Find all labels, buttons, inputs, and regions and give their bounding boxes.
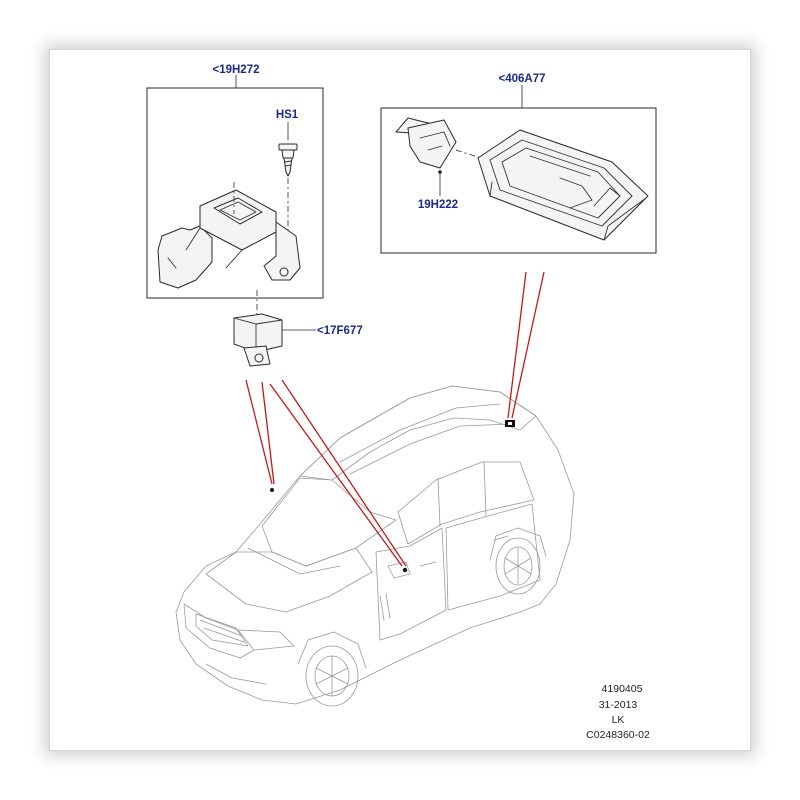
camera-body bbox=[233, 313, 283, 353]
mirror-camera-location bbox=[402, 567, 408, 573]
camera-to-mirror-line-b bbox=[281, 379, 407, 567]
location-lines bbox=[245, 271, 545, 567]
side-vent-1 bbox=[379, 595, 385, 621]
sensor-bracket-part bbox=[157, 189, 301, 289]
b-pillar bbox=[437, 477, 441, 527]
drawing-code: LK bbox=[612, 714, 625, 726]
illustration-id: C0248360-02 bbox=[586, 729, 650, 741]
rear-door bbox=[445, 503, 541, 611]
callout-camera[interactable]: <17F677 bbox=[317, 325, 363, 337]
roof-console-detail-panel: <406A77 19H222 bbox=[380, 73, 657, 254]
camera-part: <17F677 bbox=[233, 313, 363, 367]
roof-rail-right bbox=[349, 423, 513, 475]
screw-part bbox=[278, 143, 298, 177]
rear-wheel bbox=[489, 527, 547, 595]
bonnet bbox=[205, 547, 373, 613]
vehicle-roof bbox=[299, 385, 537, 481]
roof-console-part bbox=[477, 129, 649, 241]
roof-sensor-part: 19H222 bbox=[395, 117, 458, 211]
camera-to-mirror-line-a bbox=[269, 383, 403, 567]
callout-roof-console[interactable]: <406A77 bbox=[499, 73, 546, 85]
screw-shank bbox=[283, 157, 293, 177]
roof-rail-left bbox=[339, 403, 501, 463]
vehicle-body-outline bbox=[175, 385, 575, 705]
bracket-detail-frame bbox=[146, 87, 324, 299]
console-to-roof-line-b bbox=[511, 271, 545, 419]
front-door-handle bbox=[419, 561, 437, 567]
front-door bbox=[375, 527, 447, 641]
bracket-detail-panel: <19H272 HS1 bbox=[146, 64, 324, 299]
roof-console-detail-frame bbox=[380, 107, 657, 254]
camera-to-windscreen-line-b bbox=[261, 381, 275, 485]
drawing-number: 4190405 bbox=[602, 683, 643, 695]
windscreen-camera-location bbox=[270, 488, 274, 492]
front-bumper bbox=[205, 663, 267, 685]
c-pillar bbox=[483, 461, 487, 517]
vehicle-illustration bbox=[175, 385, 575, 707]
console-tray bbox=[477, 129, 649, 241]
side-windows bbox=[397, 461, 535, 545]
screw-collar bbox=[281, 149, 295, 159]
camera-lens bbox=[254, 353, 264, 363]
diagram-sheet bbox=[50, 50, 750, 750]
bracket-mount-hole bbox=[279, 267, 289, 277]
headlamp-grille-area bbox=[183, 603, 255, 659]
rear-door-handle bbox=[493, 535, 509, 541]
screw-head bbox=[278, 143, 298, 151]
bracket-base bbox=[157, 225, 213, 289]
headlamp bbox=[237, 629, 295, 651]
callout-roof-sensor[interactable]: 19H222 bbox=[418, 199, 458, 211]
callout-screw[interactable]: HS1 bbox=[276, 109, 299, 121]
bonnet-crease bbox=[247, 547, 341, 575]
reference-block: 4190405 31-2013 LK C0248360-02 bbox=[586, 683, 650, 741]
front-grille bbox=[195, 613, 249, 647]
front-wheel bbox=[297, 631, 367, 707]
bracket-housing-opening bbox=[213, 197, 263, 225]
side-vent-2 bbox=[385, 593, 391, 619]
callout-sensor-bracket[interactable]: <19H272 bbox=[213, 64, 260, 76]
bracket-mount-tab bbox=[263, 221, 301, 281]
camera-to-windscreen-line-a bbox=[245, 379, 273, 485]
drawing-date: 31-2013 bbox=[599, 699, 638, 711]
console-to-roof-line-a bbox=[507, 271, 527, 419]
